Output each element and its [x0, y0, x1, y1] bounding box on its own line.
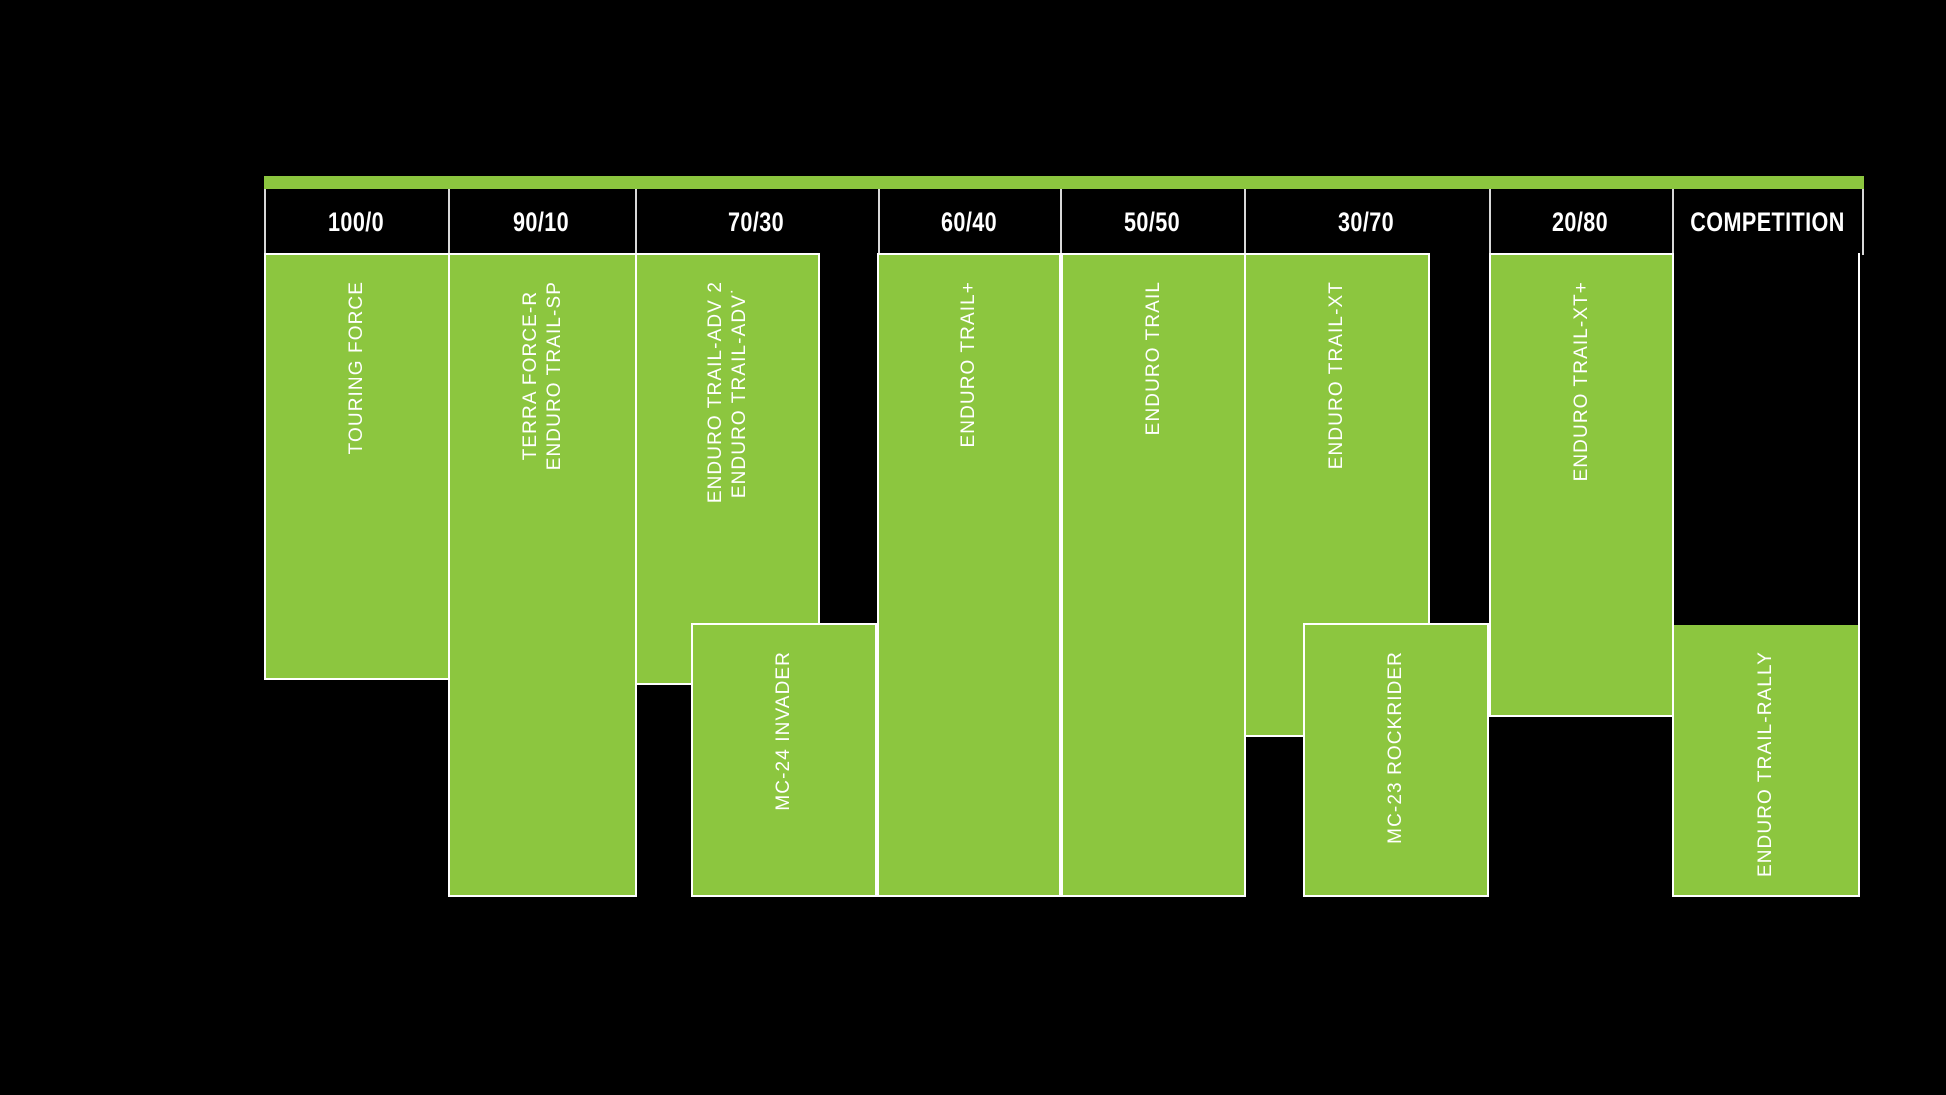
header-divider — [1489, 189, 1491, 255]
header-cell-50-50[interactable]: 50/50 — [1060, 189, 1244, 255]
header-divider — [1060, 189, 1062, 255]
header-divider — [264, 189, 266, 255]
header-cell-20-80[interactable]: 20/80 — [1489, 189, 1672, 255]
header-label: 60/40 — [940, 206, 998, 237]
header-label: 30/70 — [1338, 206, 1395, 237]
bar-enduro-trail-adv[interactable]: ENDURO TRAIL-ADV 2 ENDURO TRAIL-ADV˙ — [635, 253, 820, 685]
bar-enduro-trail-rally[interactable]: ENDURO TRAIL-RALLY — [1672, 623, 1860, 897]
bar-label-wrap: ENDURO TRAIL+ — [879, 255, 1059, 895]
bar-label: MC-24 INVADER — [773, 651, 795, 811]
header-cell-90-10[interactable]: 90/10 — [448, 189, 635, 255]
header-label: 90/10 — [513, 206, 570, 237]
bar-label-wrap: MC-23 ROCKRIDER — [1305, 625, 1487, 895]
bar-label: MC-23 ROCKRIDER — [1385, 651, 1407, 844]
bar-terra-force-r-enduro-trail-sp[interactable]: TERRA FORCE-R ENDURO TRAIL-SP — [448, 253, 637, 897]
bar-label: ENDURO TRAIL-XT — [1326, 281, 1348, 470]
bar-label: ENDURO TRAIL — [1142, 281, 1164, 436]
header-divider — [635, 189, 637, 255]
bar-mc-23-rockrider[interactable]: MC-23 ROCKRIDER — [1303, 623, 1489, 897]
header-label: 50/50 — [1123, 206, 1181, 237]
bar-touring-force[interactable]: TOURING FORCE — [264, 253, 450, 680]
bar-label: ENDURO TRAIL-RALLY — [1755, 651, 1777, 878]
header-label: COMPETITION — [1689, 206, 1845, 237]
bar-label: TERRA FORCE-R ENDURO TRAIL-SP — [519, 281, 565, 471]
header-cell-70-30[interactable]: 70/30 — [635, 189, 878, 255]
header-cell-60-40[interactable]: 60/40 — [878, 189, 1060, 255]
bar-label-wrap: ENDURO TRAIL-ADV 2 ENDURO TRAIL-ADV˙ — [637, 255, 818, 683]
bar-label-wrap: TOURING FORCE — [266, 255, 448, 678]
bar-label: ENDURO TRAIL-ADV 2 ENDURO TRAIL-ADV˙ — [704, 281, 750, 504]
header-divider — [878, 189, 880, 255]
header-cell-100-0[interactable]: 100/0 — [264, 189, 448, 255]
header-label: 70/30 — [728, 206, 785, 237]
bar-label-wrap: MC-24 INVADER — [693, 625, 875, 895]
header-divider — [1672, 189, 1674, 255]
column-frame-30-70-notch — [1428, 253, 1491, 625]
column-frame-70-30-notch — [818, 253, 879, 625]
bar-label: ENDURO TRAIL-XT+ — [1571, 281, 1593, 482]
column-frame-competition-notch — [1672, 253, 1860, 625]
bar-label-wrap: TERRA FORCE-R ENDURO TRAIL-SP — [450, 255, 635, 895]
bar-enduro-trail[interactable]: ENDURO TRAIL — [1061, 253, 1246, 897]
header-cell-30-70[interactable]: 30/70 — [1244, 189, 1489, 255]
bar-mc-24-invader[interactable]: MC-24 INVADER — [691, 623, 877, 897]
header-row: 100/0 90/10 70/30 60/40 50/50 30/70 20/8… — [264, 189, 1864, 255]
header-label: 20/80 — [1552, 206, 1609, 237]
bar-label: ENDURO TRAIL+ — [958, 281, 980, 448]
bar-enduro-trail-plus[interactable]: ENDURO TRAIL+ — [877, 253, 1061, 897]
top-accent-bar — [264, 176, 1864, 189]
header-divider — [448, 189, 450, 255]
bar-label-wrap: ENDURO TRAIL — [1063, 255, 1244, 895]
bar-enduro-trail-xt-plus[interactable]: ENDURO TRAIL-XT+ — [1489, 253, 1675, 717]
header-divider — [1862, 189, 1864, 255]
header-divider — [1244, 189, 1246, 255]
bar-label-wrap: ENDURO TRAIL-XT+ — [1491, 255, 1673, 715]
header-cell-competition[interactable]: COMPETITION — [1672, 189, 1862, 255]
bar-label-wrap: ENDURO TRAIL-RALLY — [1674, 625, 1858, 895]
header-label: 100/0 — [327, 206, 385, 237]
bar-label: TOURING FORCE — [346, 281, 368, 455]
